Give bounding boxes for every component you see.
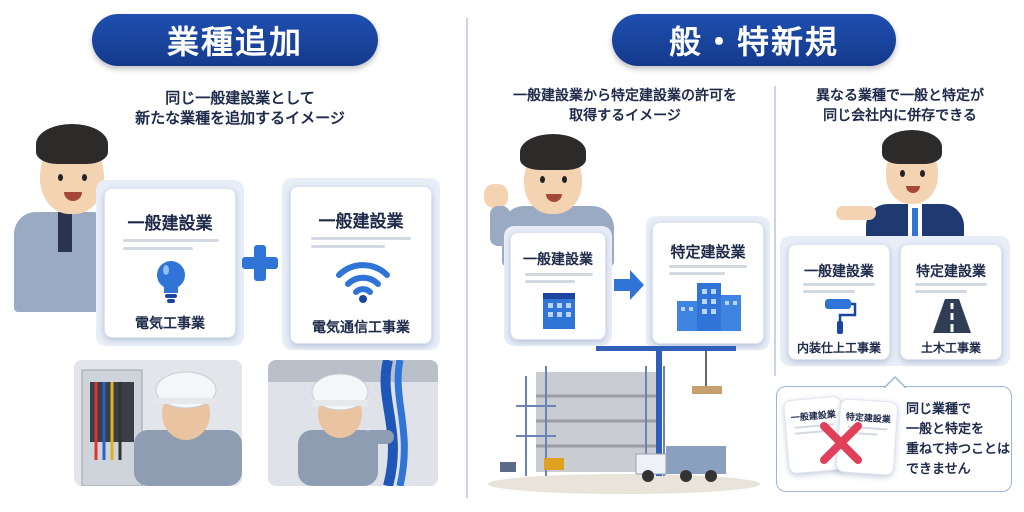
right-divider — [774, 86, 776, 376]
paint-roller-icon — [825, 299, 857, 334]
small-building-icon — [543, 293, 575, 329]
right-caption-a-line2: 取得するイメージ — [569, 108, 681, 124]
road-icon — [933, 299, 971, 333]
card-title: 一般建設業 — [127, 214, 213, 234]
card-title: 一般建設業 — [318, 212, 404, 232]
card-title: 一般建設業 — [523, 252, 593, 268]
card-special-civil: 特定建設業 土木工事業 — [900, 244, 1002, 360]
lightbulb-icon — [157, 261, 185, 303]
right-caption-b: 異なる業種で一般と特定が 同じ会社内に併存できる — [784, 86, 1016, 126]
left-caption-line1: 同じ一般建設業として — [165, 89, 315, 107]
note-line2: 一般と特定を — [906, 422, 985, 437]
businessman-illustration — [836, 126, 966, 248]
card-subtitle: 内装仕上工事業 — [796, 341, 881, 355]
arrow-right-icon — [614, 270, 644, 300]
right-caption-a: 一般建設業から特定建設業の許可を 取得するイメージ — [480, 86, 770, 126]
card-general-electrical: 一般建設業 電気工事業 — [104, 188, 236, 338]
electrician-photo — [74, 360, 242, 486]
card-subtitle: 電気工事業 — [135, 316, 205, 332]
card-subtitle: 電気通信工事業 — [312, 320, 410, 336]
note-text: 同じ業種で 一般と特定を 重ねて持つことは できません — [906, 400, 1010, 480]
left-caption-line2: 新たな業種を追加するイメージ — [135, 109, 345, 127]
bubble-pointer — [884, 376, 906, 388]
telecom-worker-photo — [268, 360, 438, 486]
card-subtitle: 土木工事業 — [920, 341, 981, 355]
card-title: 一般建設業 — [804, 264, 874, 280]
card-general: 一般建設業 — [510, 232, 606, 340]
card-special: 特定建設業 — [652, 222, 764, 344]
large-building-icon — [677, 283, 741, 331]
note-line4: できません — [906, 462, 971, 477]
left-title: 業種追加 — [92, 14, 378, 66]
card-general-interior: 一般建設業 内装仕上工事業 — [788, 244, 890, 360]
right-caption-b-line1: 異なる業種で一般と特定が — [816, 88, 984, 104]
center-divider — [466, 18, 468, 498]
card-title: 特定建設業 — [916, 264, 986, 280]
plus-icon — [242, 245, 278, 281]
right-caption-a-line1: 一般建設業から特定建設業の許可を — [513, 88, 737, 104]
note-line3: 重ねて持つことは — [906, 442, 1011, 457]
wifi-icon — [336, 262, 390, 303]
right-caption-b-line2: 同じ会社内に併存できる — [823, 108, 977, 124]
construction-site-illustration — [486, 336, 762, 494]
note-line1: 同じ業種で — [906, 402, 972, 417]
card-title: 特定建設業 — [670, 243, 746, 261]
card-general-telecom: 一般建設業 電気通信工事業 — [290, 186, 432, 344]
right-title: 般・特新規 — [612, 14, 896, 66]
cross-icon — [820, 422, 862, 464]
left-caption: 同じ一般建設業として 新たな業種を追加するイメージ — [60, 88, 420, 128]
